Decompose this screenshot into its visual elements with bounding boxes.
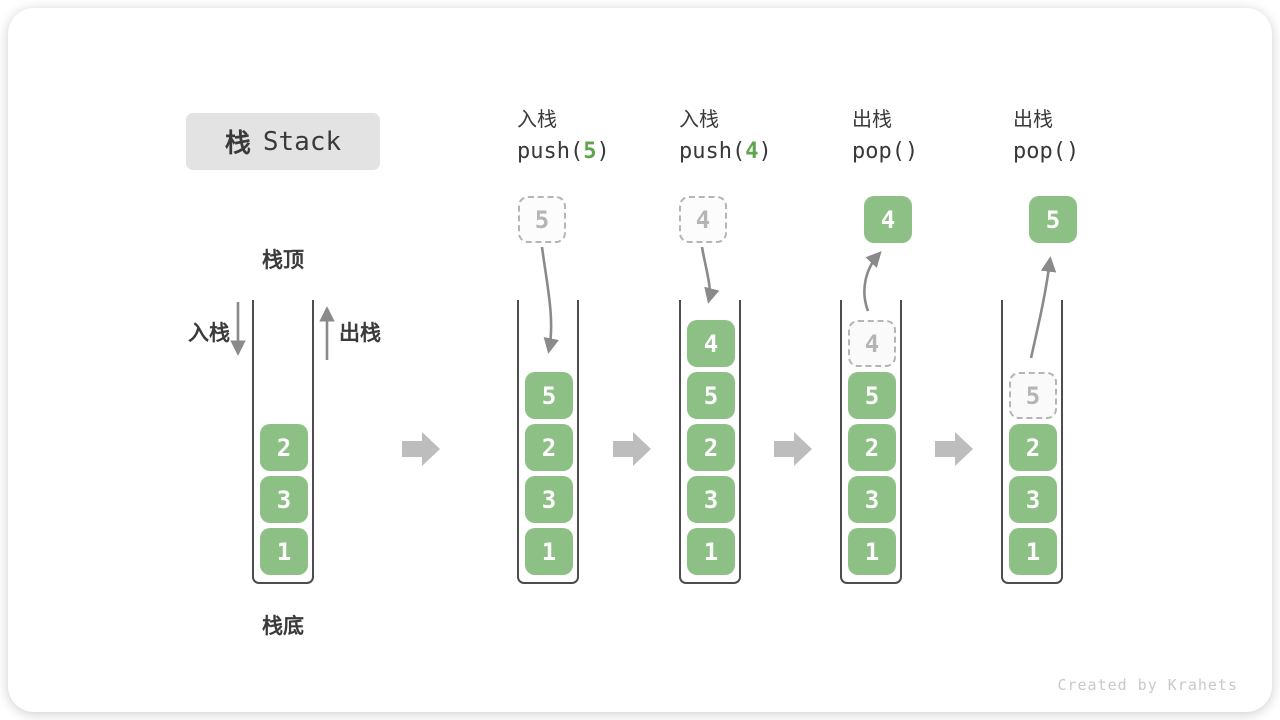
stack-cell: 3 — [687, 476, 735, 523]
popped-element-box: 5 — [1029, 196, 1077, 243]
stack-cell: 1 — [687, 528, 735, 575]
stack-cell: 3 — [525, 476, 573, 523]
stack-well-after-pop-4: 4 5 2 3 1 — [840, 300, 902, 584]
op-label-pop-5: 出栈 pop() — [1013, 106, 1079, 167]
op-label-push-4: 入栈 push(4) — [679, 106, 772, 167]
stack-cell: 2 — [687, 424, 735, 471]
op-cn-label: 出栈 — [1013, 107, 1053, 131]
op-label-push-5: 入栈 push(5) — [517, 106, 610, 167]
stack-cell: 3 — [1009, 476, 1057, 523]
stack-well-initial: 2 3 1 — [252, 300, 314, 584]
stack-cell: 2 — [260, 424, 308, 471]
op-cn-label: 入栈 — [679, 107, 719, 131]
op-code-label: push(4) — [679, 139, 772, 164]
popped-element-box: 4 — [864, 196, 912, 243]
stack-bottom-label: 栈底 — [262, 614, 304, 638]
stack-cell: 3 — [848, 476, 896, 523]
stack-well-after-pop-5: 5 2 3 1 — [1001, 300, 1063, 584]
watermark: Created by Krahets — [1057, 676, 1238, 694]
stack-top-label: 栈顶 — [262, 248, 304, 272]
title-badge: 栈 Stack — [186, 113, 380, 170]
stack-cell: 1 — [260, 528, 308, 575]
title-en: Stack — [262, 126, 342, 157]
stack-cell: 1 — [1009, 528, 1057, 575]
stack-cell: 3 — [260, 476, 308, 523]
stack-cell: 2 — [525, 424, 573, 471]
incoming-element-box: 4 — [679, 196, 727, 243]
push-side-label: 入栈 — [188, 321, 230, 345]
stack-cell-ghost: 4 — [848, 320, 896, 367]
op-code-label: push(5) — [517, 139, 610, 164]
stack-cell: 2 — [1009, 424, 1057, 471]
stack-cell: 5 — [525, 372, 573, 419]
op-label-pop-4: 出栈 pop() — [852, 106, 918, 167]
stack-cell: 1 — [848, 528, 896, 575]
stack-well-after-push-4: 4 5 2 3 1 — [679, 300, 741, 584]
op-cn-label: 入栈 — [517, 107, 557, 131]
title-cn: 栈 — [224, 129, 251, 159]
pop-side-label: 出栈 — [339, 321, 381, 345]
stack-cell: 2 — [848, 424, 896, 471]
stack-cell: 5 — [848, 372, 896, 419]
op-code-label: pop() — [852, 139, 919, 164]
stack-cell: 5 — [687, 372, 735, 419]
stack-cell: 4 — [687, 320, 735, 367]
incoming-element-box: 5 — [518, 196, 566, 243]
stack-well-after-push-5: 5 2 3 1 — [517, 300, 579, 584]
op-code-label: pop() — [1013, 139, 1080, 164]
stack-cell-ghost: 5 — [1009, 372, 1057, 419]
op-cn-label: 出栈 — [852, 107, 892, 131]
stack-cell: 1 — [525, 528, 573, 575]
